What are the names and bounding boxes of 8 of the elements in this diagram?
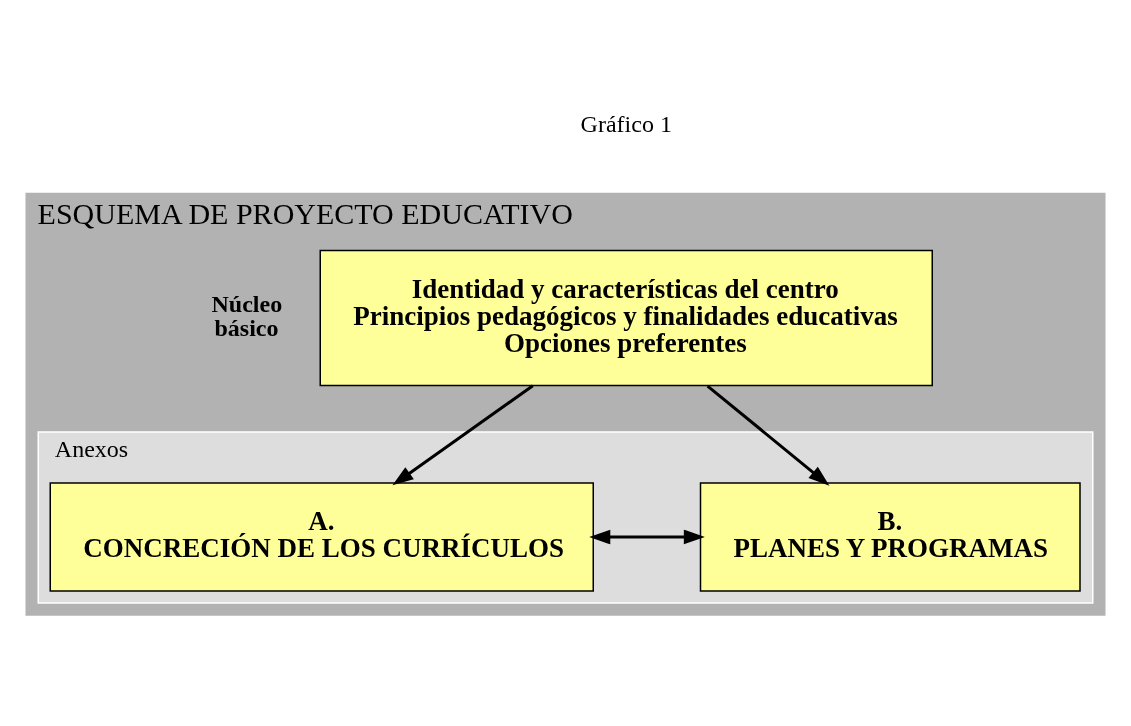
node-box: B. PLANES Y PROGRAMAS	[699, 482, 1081, 592]
node-box: Identidad y características del centro Principios pedagógicos y finalidades educativas Opciones preferentes	[319, 249, 933, 387]
node-box: A. CONCRECIÓN DE LOS CURRÍCULOS	[49, 482, 594, 592]
node-label: Núcleo básico	[211, 290, 283, 341]
arrow	[589, 529, 705, 545]
arrow	[706, 384, 830, 486]
label: Gráfico 1	[580, 110, 672, 137]
arrow	[392, 384, 534, 486]
